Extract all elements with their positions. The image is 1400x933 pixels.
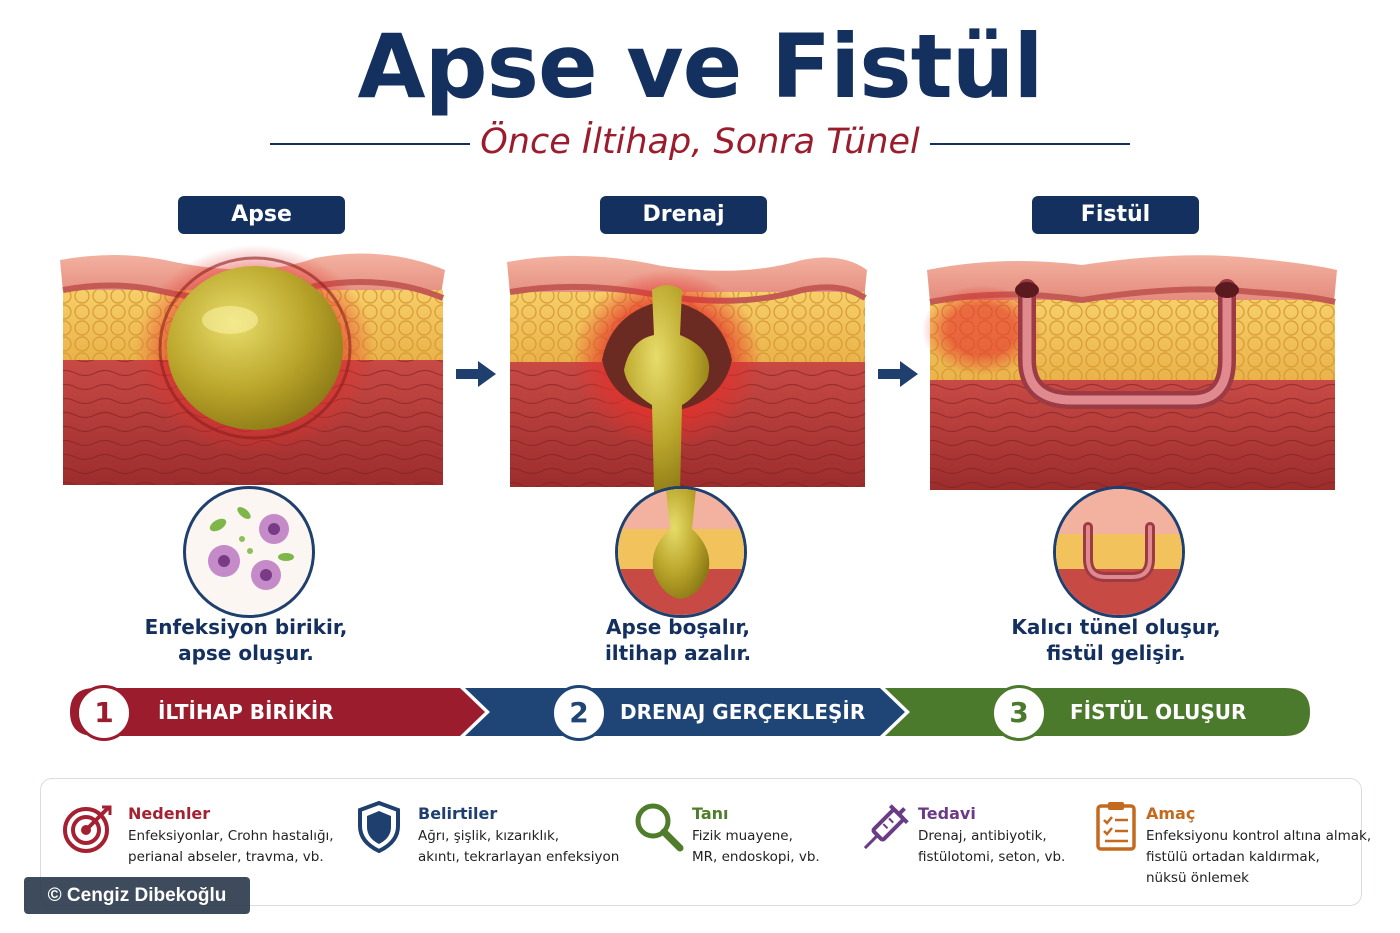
info-line: perianal abseler, travma, vb. (128, 849, 324, 865)
info-line: Fizik muayene, (692, 828, 793, 844)
info-line: Drenaj, antibiyotik, (918, 828, 1047, 844)
info-nedenler-title: Nedenler (128, 804, 211, 823)
stage-label-drenaj: Drenaj (600, 196, 767, 234)
subtitle-divider-right (930, 143, 1130, 145)
step-1-segment (70, 688, 485, 736)
info-belirtiler-title: Belirtiler (418, 804, 498, 823)
magnifier-icon (635, 803, 684, 852)
info-line: Enfeksiyonlar, Crohn hastalığı, (128, 828, 334, 844)
step-3-number: 3 (991, 685, 1047, 741)
fistula-tissue-illustration (922, 255, 1337, 490)
info-line: akıntı, tekrarlayan enfeksiyon (418, 849, 620, 865)
info-panel (40, 778, 1362, 906)
clipboard-icon (1096, 802, 1136, 851)
info-line: nüksü önlemek (1146, 870, 1249, 886)
page-title: Apse ve Fistül (357, 15, 1043, 118)
info-tani-title: Tanı (692, 804, 729, 823)
info-line: MR, endoskopi, vb. (692, 849, 820, 865)
stage-caption-fistul: Kalıcı tünel oluşur,fistül gelişir. (1011, 615, 1221, 665)
stage-caption-apse: Enfeksiyon birikir,apse oluşur. (144, 615, 348, 665)
syringe-icon (863, 804, 909, 850)
arrow-right-icon (878, 361, 918, 387)
abscess-pus-pocket (167, 266, 343, 430)
draining-pus-stream (624, 285, 710, 492)
page-subtitle: Önce İltihap, Sonra Tünel (480, 122, 920, 162)
info-tedavi-title: Tedavi (918, 804, 976, 823)
step-1-label: İLTİHAP BİRİKİR (158, 700, 334, 724)
info-line: Ağrı, şişlik, kızarıklık, (418, 828, 560, 844)
fistula-detail (1053, 486, 1185, 618)
shield-icon (358, 800, 400, 854)
stage-label-apse: Apse (178, 196, 345, 234)
step-3-label: FİSTÜL OLUŞUR (1070, 700, 1247, 724)
stage-caption-drenaj: Apse boşalır,iltihap azalır. (604, 615, 752, 665)
step-1-number: 1 (76, 685, 132, 741)
step-2-number: 2 (551, 685, 607, 741)
target-icon (63, 805, 112, 853)
step-2-label: DRENAJ GERÇEKLEŞİR (620, 700, 866, 724)
info-amac-title: Amaç (1146, 804, 1196, 823)
copyright-credit: © Cengiz Dibekoğlu (24, 877, 250, 914)
step-3-segment (885, 688, 1310, 736)
abscess-tissue-illustration (60, 245, 445, 485)
stage-label-fistul: Fistül (1032, 196, 1199, 234)
info-line: Enfeksiyonu kontrol altına almak, (1146, 828, 1372, 844)
drainage-detail (615, 486, 747, 618)
arrow-right-icon (456, 361, 496, 387)
bacteria-cells-detail (183, 486, 315, 618)
subtitle-divider-left (270, 143, 470, 145)
info-line: fistülotomi, seton, vb. (918, 849, 1066, 865)
drainage-tissue-illustration (507, 255, 867, 492)
info-line: fistülü ortadan kaldırmak, (1146, 849, 1320, 865)
